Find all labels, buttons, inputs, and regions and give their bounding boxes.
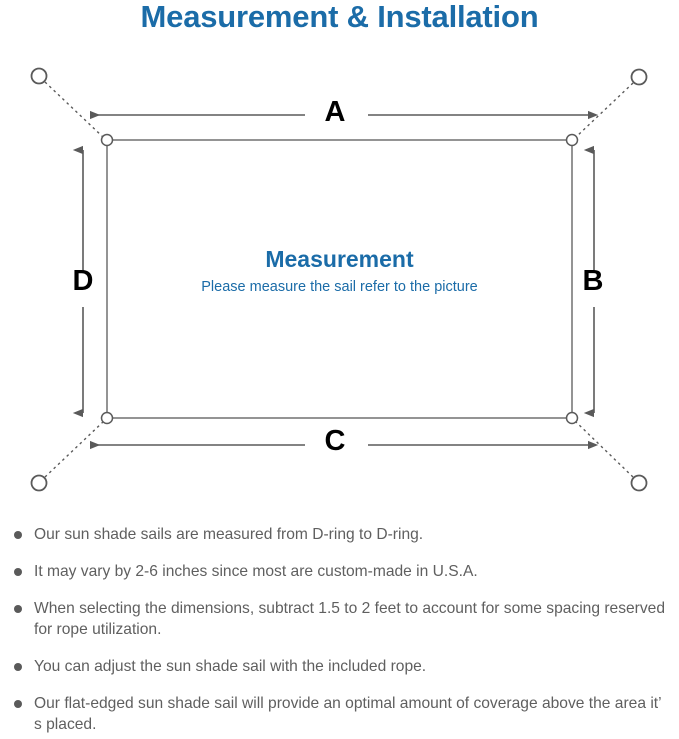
- bullet-icon: [14, 568, 22, 576]
- anchor-ring-top-right: [630, 68, 648, 86]
- note-text: It may vary by 2-6 inches since most are…: [34, 563, 478, 580]
- list-item: It may vary by 2-6 inches since most are…: [6, 561, 673, 582]
- rope-line-bottom-left: [44, 420, 105, 478]
- rope-line-top-left: [44, 81, 105, 139]
- rope-lines: [44, 81, 634, 478]
- d-ring-top-left: [100, 133, 114, 147]
- anchor-ring-bottom-right: [630, 474, 648, 492]
- list-item: Our sun shade sails are measured from D-…: [6, 524, 673, 545]
- dimension-label-a: A: [324, 96, 346, 128]
- note-text: Our flat-edged sun shade sail will provi…: [34, 695, 662, 733]
- d-ring-bottom-right: [565, 411, 579, 425]
- bullet-icon: [14, 700, 22, 708]
- list-item: You can adjust the sun shade sail with t…: [6, 656, 673, 677]
- list-item: When selecting the dimensions, subtract …: [6, 598, 673, 640]
- dimension-label-c: C: [324, 425, 346, 457]
- bullet-icon: [14, 605, 22, 613]
- anchor-ring-bottom-left: [30, 474, 48, 492]
- note-text: When selecting the dimensions, subtract …: [34, 600, 666, 638]
- d-rings: [100, 133, 579, 425]
- notes-list: Our sun shade sails are measured from D-…: [0, 524, 679, 735]
- page-title: Measurement & Installation: [140, 0, 539, 34]
- bullet-icon: [14, 531, 22, 539]
- dimension-label-b: B: [582, 265, 604, 297]
- diagram-svg: [30, 67, 648, 492]
- d-ring-bottom-left: [100, 411, 114, 425]
- rope-line-top-right: [574, 82, 634, 139]
- sail-measurement-subtext: Please measure the sail refer to the pic…: [201, 279, 478, 295]
- dimension-label-d: D: [72, 265, 94, 297]
- sail-rectangle: [106, 139, 573, 419]
- anchor-rings: [30, 67, 648, 492]
- anchor-ring-top-left: [30, 67, 48, 85]
- note-text: You can adjust the sun shade sail with t…: [34, 658, 427, 675]
- list-item: Our flat-edged sun shade sail will provi…: [6, 693, 673, 735]
- rope-line-bottom-right: [574, 420, 634, 478]
- shade-sail-measurement-diagram: Measurement Please measure the sail refe…: [0, 45, 679, 515]
- d-ring-top-right: [565, 133, 579, 147]
- sail-measurement-heading: Measurement: [265, 246, 414, 272]
- bullet-icon: [14, 663, 22, 671]
- note-text: Our sun shade sails are measured from D-…: [34, 526, 424, 543]
